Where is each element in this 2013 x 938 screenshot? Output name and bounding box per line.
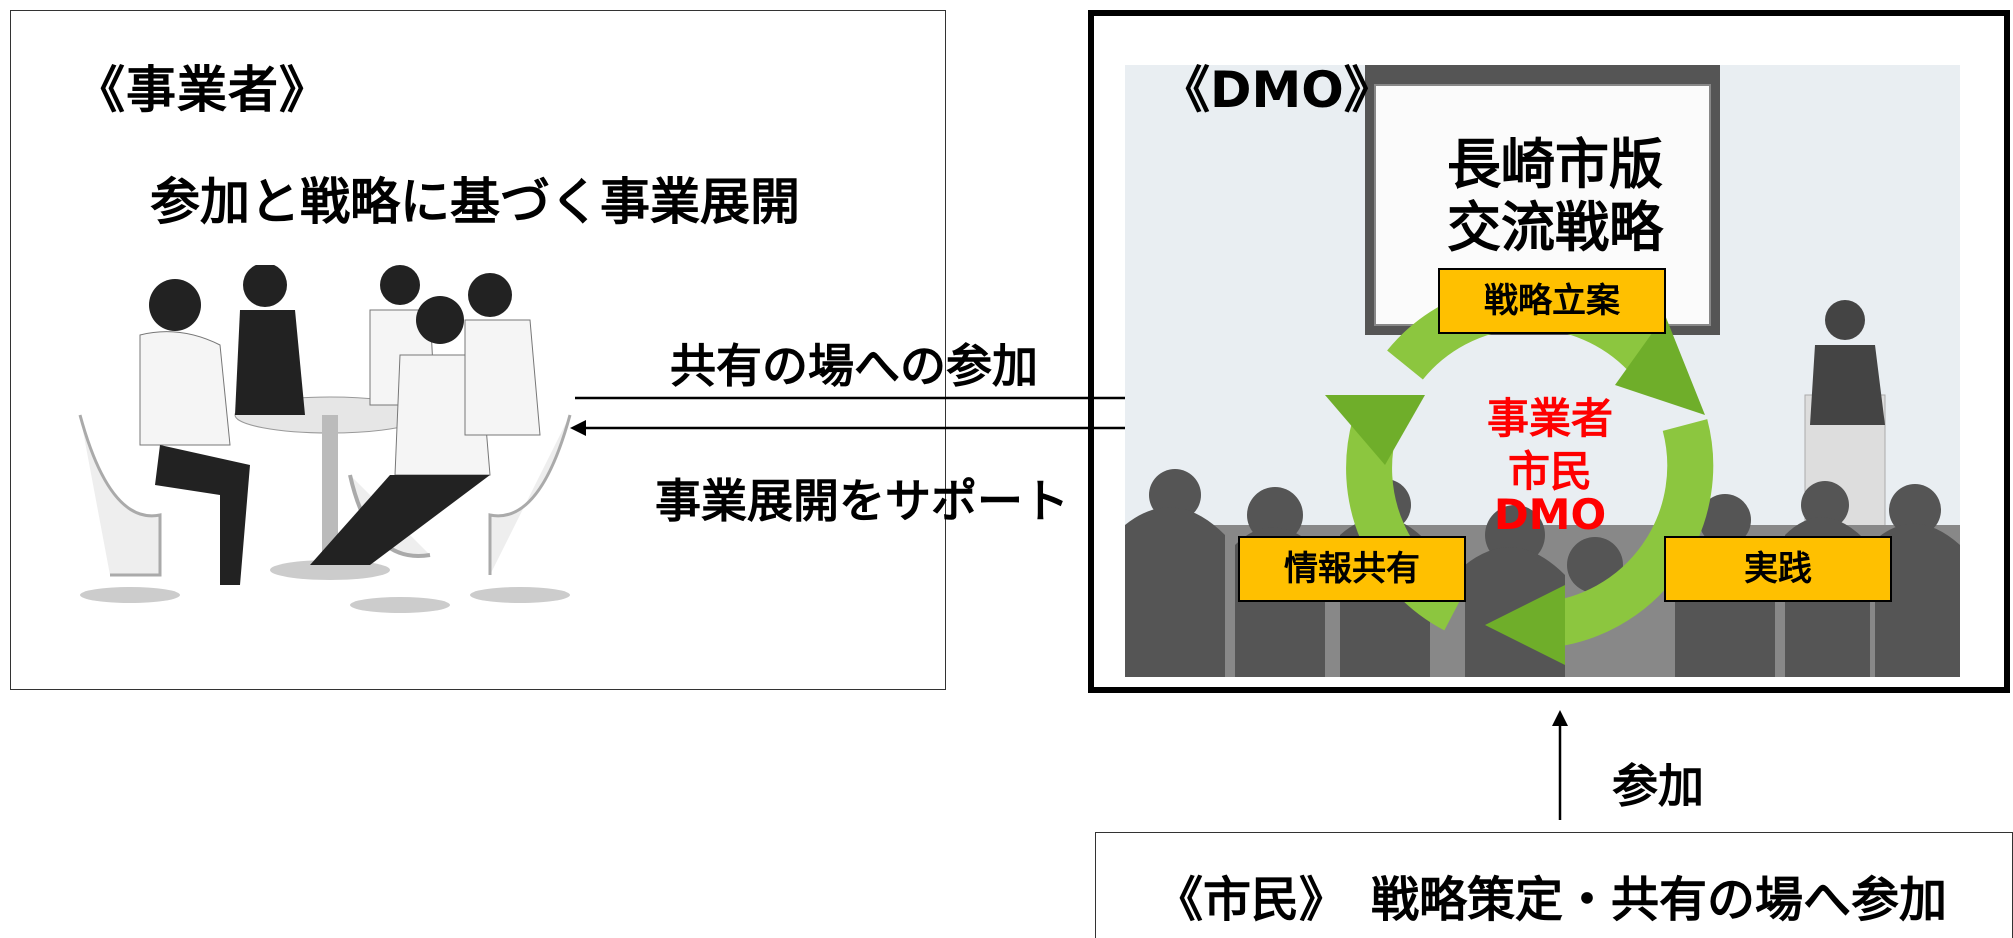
up-arrow xyxy=(1552,710,1568,820)
strategy-label: 戦略立案 xyxy=(1438,268,1666,334)
cycle-center-business: 事業者 xyxy=(1486,394,1613,443)
arrow-label-to-business: 事業展開をサポート xyxy=(655,474,1069,528)
business-panel xyxy=(10,10,946,690)
arrow-label-to-dmo: 共有の場への参加 xyxy=(670,339,1038,393)
business-subtitle: 参加と戦略に基づく事業展開 xyxy=(150,173,800,231)
dmo-title: 《DMO》 xyxy=(1160,61,1394,119)
business-title: 《事業者》 xyxy=(75,61,330,119)
info-sharing-label: 情報共有 xyxy=(1238,536,1466,602)
cycle-center-dmo: DMO xyxy=(1493,490,1607,539)
dmo-panel xyxy=(1088,10,2010,693)
cycle-center-citizen: 市民 xyxy=(1507,447,1592,496)
join-label: 参加 xyxy=(1612,759,1704,813)
citizen-text: 《市民》 戦略策定・共有の場へ参加 xyxy=(1155,872,1948,928)
practice-label: 実践 xyxy=(1664,536,1892,602)
meeting-people-illustration xyxy=(78,265,572,613)
screen-text-line1: 長崎市版 xyxy=(1447,133,1663,196)
screen-text-line2: 交流戦略 xyxy=(1447,196,1663,259)
